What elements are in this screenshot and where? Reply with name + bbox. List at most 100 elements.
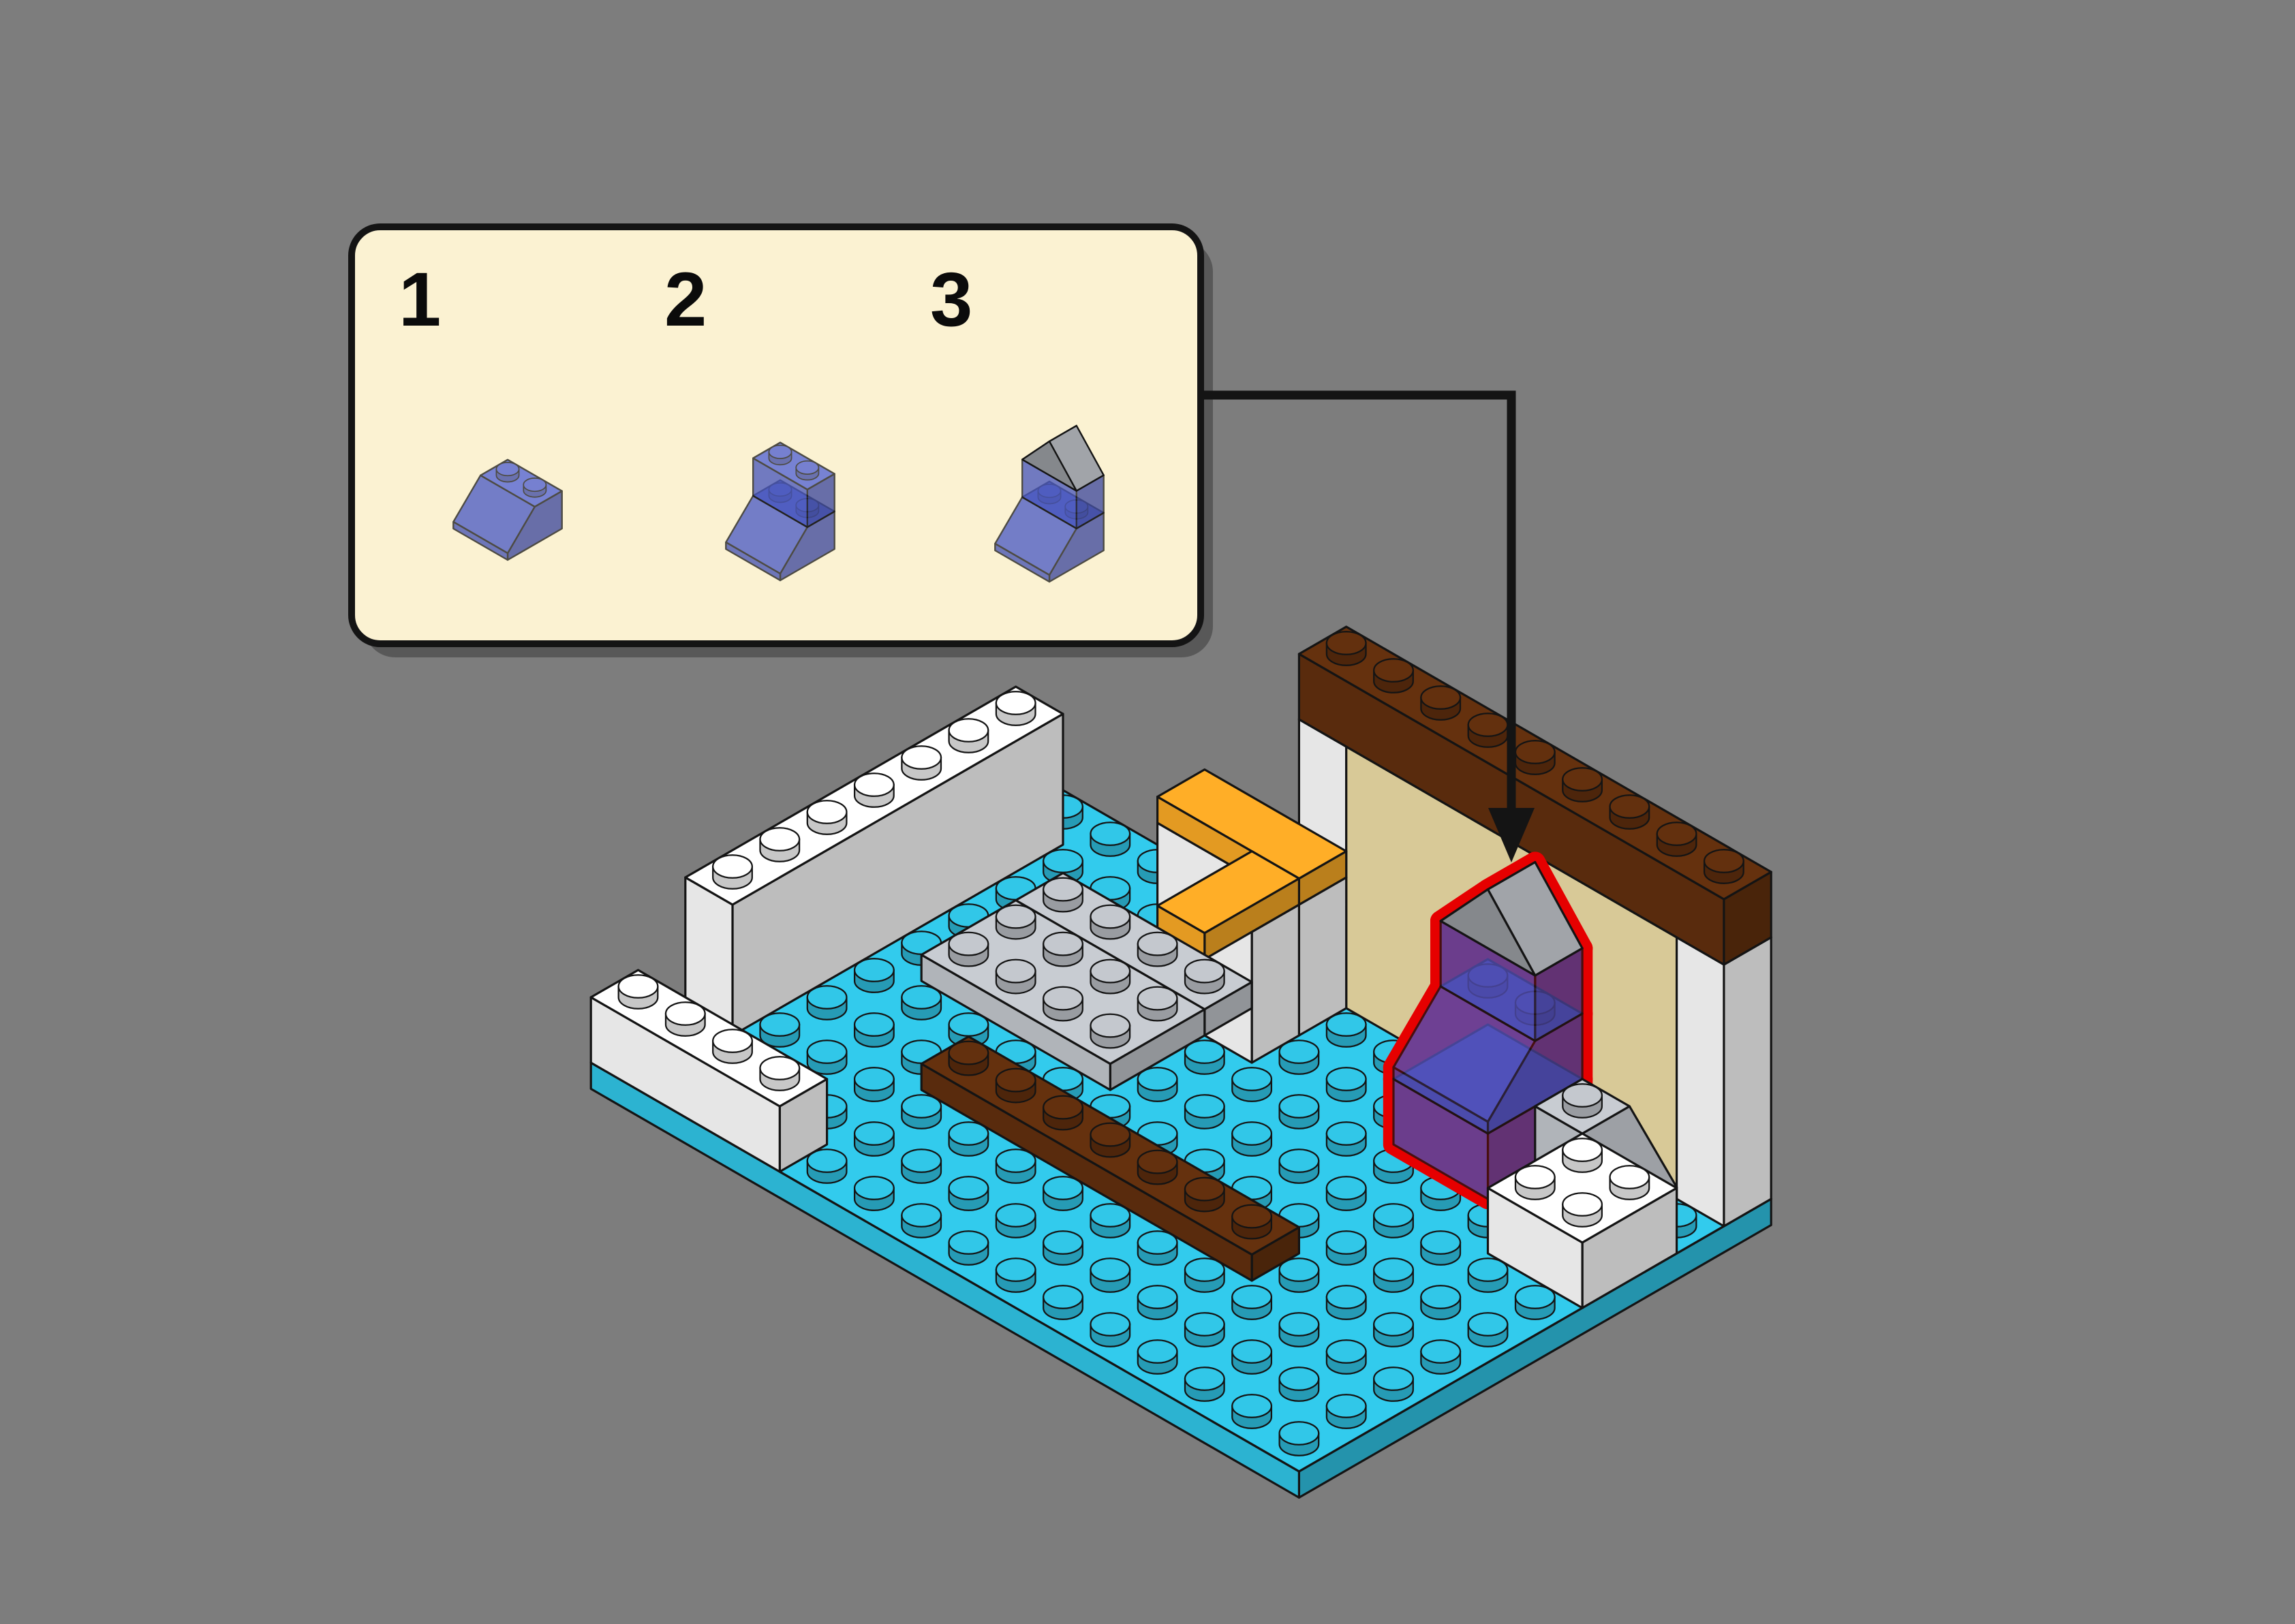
stud-top — [1467, 1258, 1509, 1282]
stud-top — [1325, 1012, 1367, 1037]
stud-top — [1325, 1339, 1367, 1364]
stud-top — [1420, 1230, 1462, 1255]
stud-top — [1137, 1339, 1178, 1364]
stud-top — [1373, 1203, 1414, 1228]
floor-plate-brown — [920, 1035, 1300, 1282]
stud-top — [806, 800, 848, 824]
assembly-roof — [1439, 861, 1584, 977]
stud-top — [1090, 1312, 1131, 1337]
stud-top — [995, 904, 1036, 929]
stud-top — [901, 1149, 942, 1173]
stud-top — [995, 1203, 1036, 1228]
stud-top — [1090, 822, 1131, 846]
lego-model — [589, 625, 1772, 1499]
stud-top — [1420, 1339, 1462, 1364]
stud-top — [1231, 1285, 1273, 1309]
stud-top — [948, 1121, 989, 1146]
callout: 1 2 3 — [348, 223, 1213, 657]
stud-top — [806, 985, 848, 1010]
brick-face — [1156, 850, 1300, 935]
stud-top — [995, 1067, 1036, 1093]
stud-top — [1043, 1095, 1083, 1120]
stud-top — [664, 1001, 706, 1026]
stud-top — [1184, 1312, 1225, 1337]
stud-top — [1278, 1149, 1320, 1173]
stud-top — [948, 1040, 989, 1065]
floor-plate-gray-b — [920, 899, 1206, 1091]
stud-top — [1609, 794, 1650, 819]
arrowhead-icon — [1488, 808, 1535, 862]
stud-top — [1373, 658, 1414, 683]
stud-top — [1373, 1367, 1414, 1391]
stud-top — [1231, 1394, 1273, 1418]
stud-top — [1231, 1121, 1273, 1146]
stud-top — [853, 772, 895, 797]
stud-top — [1137, 931, 1178, 956]
stud-top — [712, 854, 753, 879]
front-left-brick — [589, 969, 829, 1173]
stud-top — [617, 974, 659, 999]
stud-top — [759, 1056, 801, 1080]
stud-top — [1137, 1067, 1178, 1091]
stud-top — [853, 1067, 895, 1091]
left-wall — [684, 685, 1064, 1037]
stud-top — [1043, 1285, 1083, 1309]
stud-top — [853, 1012, 895, 1037]
stud-top — [1278, 1258, 1320, 1282]
stud-top — [1137, 1230, 1178, 1255]
stud-top — [1467, 713, 1509, 737]
stud-top — [1043, 986, 1083, 1011]
stud-top — [495, 462, 520, 477]
stud-top — [1373, 1258, 1414, 1282]
step-1-preview — [452, 458, 563, 561]
stud-top — [1656, 822, 1697, 846]
stud-top — [806, 1040, 848, 1064]
step-number-1: 1 — [399, 257, 441, 342]
stud-top — [1373, 1312, 1414, 1337]
stud-top — [1514, 740, 1556, 764]
step-3-preview — [994, 424, 1105, 583]
stud-top — [1184, 1176, 1225, 1202]
counter-orange-b — [1156, 850, 1300, 961]
stud-top — [1090, 1122, 1131, 1147]
step-number-3: 3 — [930, 257, 972, 342]
stud-top — [853, 1176, 895, 1200]
brick-face — [1021, 440, 1077, 492]
stud-top — [995, 958, 1036, 984]
stud-top — [1043, 1230, 1083, 1255]
stud-top — [1137, 986, 1178, 1011]
stud-top — [712, 1029, 753, 1053]
stud-top — [995, 1258, 1036, 1282]
stud-top — [948, 931, 989, 956]
stud-top — [759, 827, 801, 852]
preview-roof — [1021, 424, 1105, 492]
stud-top — [901, 1203, 942, 1228]
stud-top — [901, 985, 942, 1010]
brick-face — [452, 520, 509, 561]
stud-top — [1562, 1138, 1603, 1162]
stud-top — [853, 958, 895, 982]
stud-top — [1090, 904, 1131, 929]
arrow-line — [1201, 390, 1516, 815]
stud-top — [1043, 931, 1083, 956]
stud-top — [1231, 1204, 1273, 1229]
stud-top — [901, 745, 942, 770]
stud-top — [1137, 1285, 1178, 1309]
stud-top — [1562, 767, 1603, 792]
stud-top — [1325, 1176, 1367, 1200]
stud-top — [523, 478, 547, 493]
instruction-arrow — [1201, 390, 1535, 862]
stud-top — [1514, 1285, 1556, 1309]
stud-top — [948, 1176, 989, 1200]
step-2-preview — [725, 441, 835, 582]
stud-top — [1184, 1367, 1225, 1391]
stud-top — [1090, 958, 1131, 984]
stud-top — [948, 718, 989, 743]
stud-top — [1184, 1258, 1225, 1282]
stud-top — [1278, 1421, 1320, 1446]
stud-top — [1562, 1192, 1603, 1217]
stud-top — [1420, 685, 1462, 710]
stud-top — [1703, 849, 1744, 873]
stud-top — [1231, 1067, 1273, 1091]
